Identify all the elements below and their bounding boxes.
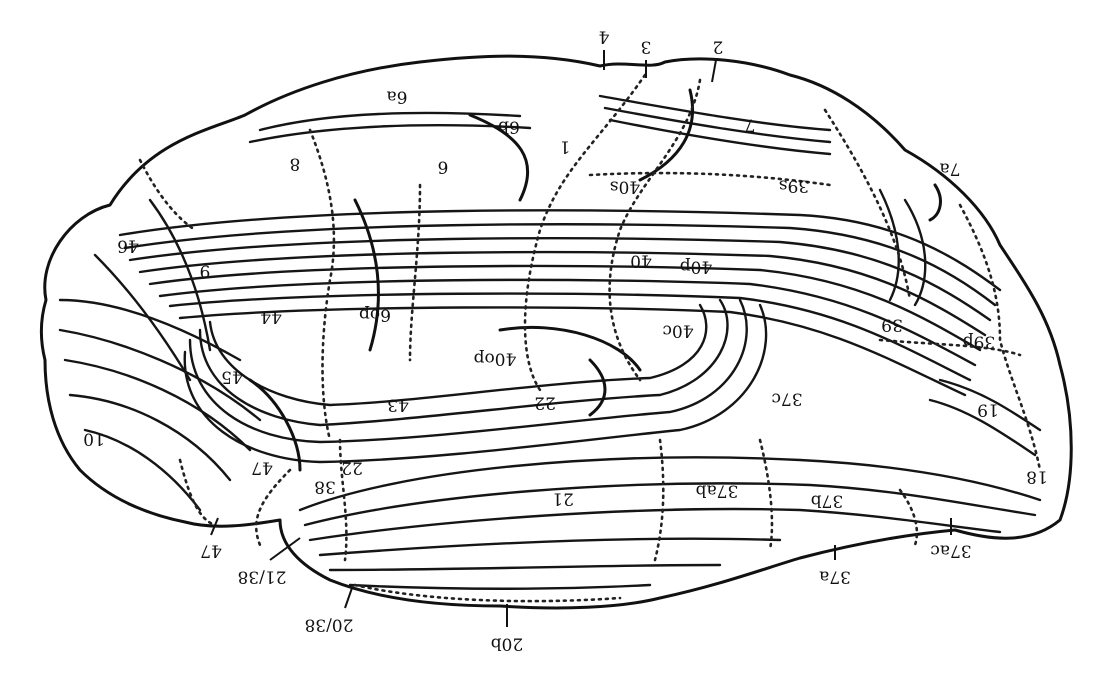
area-label-39s: 39s (779, 176, 809, 196)
area-label-22: 22 (534, 393, 556, 413)
area-label-8: 8 (290, 154, 301, 174)
area-label-18: 18 (1026, 467, 1048, 487)
area-label-40s: 40s (610, 177, 640, 197)
area-label-37ac: 37ac (930, 541, 971, 561)
occipital-fibers (880, 190, 1040, 455)
area-label-9: 9 (200, 261, 211, 281)
area-label-37b: 37b (811, 491, 844, 511)
area-label-1: 1 (560, 137, 571, 157)
area-label-19: 19 (977, 400, 999, 420)
cortex-outline (41, 56, 1071, 608)
frontal-fibers (60, 200, 260, 510)
temporal-fibers (300, 457, 1040, 588)
area-label-38: 38 (314, 477, 336, 497)
area-label-21_38: 21/38 (238, 567, 287, 587)
area-label-40: 40 (630, 251, 652, 271)
area-label-44: 44 (260, 307, 282, 327)
area-label-3: 3 (641, 37, 652, 57)
area-label-7: 7 (745, 115, 756, 135)
area-label-10: 10 (83, 429, 105, 449)
area-label-6b: 6b (498, 117, 520, 137)
area-label-37a: 37a (819, 567, 851, 587)
area-label-6: 6 (438, 157, 449, 177)
area-label-40c: 40c (662, 321, 693, 341)
area-label-20_38: 20/38 (305, 615, 354, 635)
area-label-43: 43 (387, 395, 409, 415)
area-label-39: 39 (881, 315, 903, 335)
area-label-6a: 6a (387, 87, 408, 107)
area-label-4: 4 (599, 27, 610, 47)
area-label-6op: 6op (359, 305, 391, 325)
superior-fibers (250, 96, 830, 154)
area-label-21: 21 (552, 489, 574, 509)
area-label-45: 45 (221, 367, 243, 387)
area-label-47: 47 (251, 458, 273, 478)
area-label-7a: 7a (940, 159, 961, 179)
area-label-40op: 40op (474, 349, 517, 369)
area-label-2: 2 (713, 37, 724, 57)
area-label-46: 46 (117, 236, 139, 256)
area-label-37ab: 37ab (696, 481, 739, 501)
area-label-20b: 20b (491, 634, 524, 654)
area-label-47_lower: 47 (200, 541, 222, 561)
arcuate-fiber-bundle (120, 210, 1000, 462)
area-label-39p: 39p (963, 332, 996, 352)
area-label-37c: 37c (771, 389, 802, 409)
area-label-22_lower: 22 (341, 458, 363, 478)
area-label-40p: 40p (680, 257, 713, 277)
